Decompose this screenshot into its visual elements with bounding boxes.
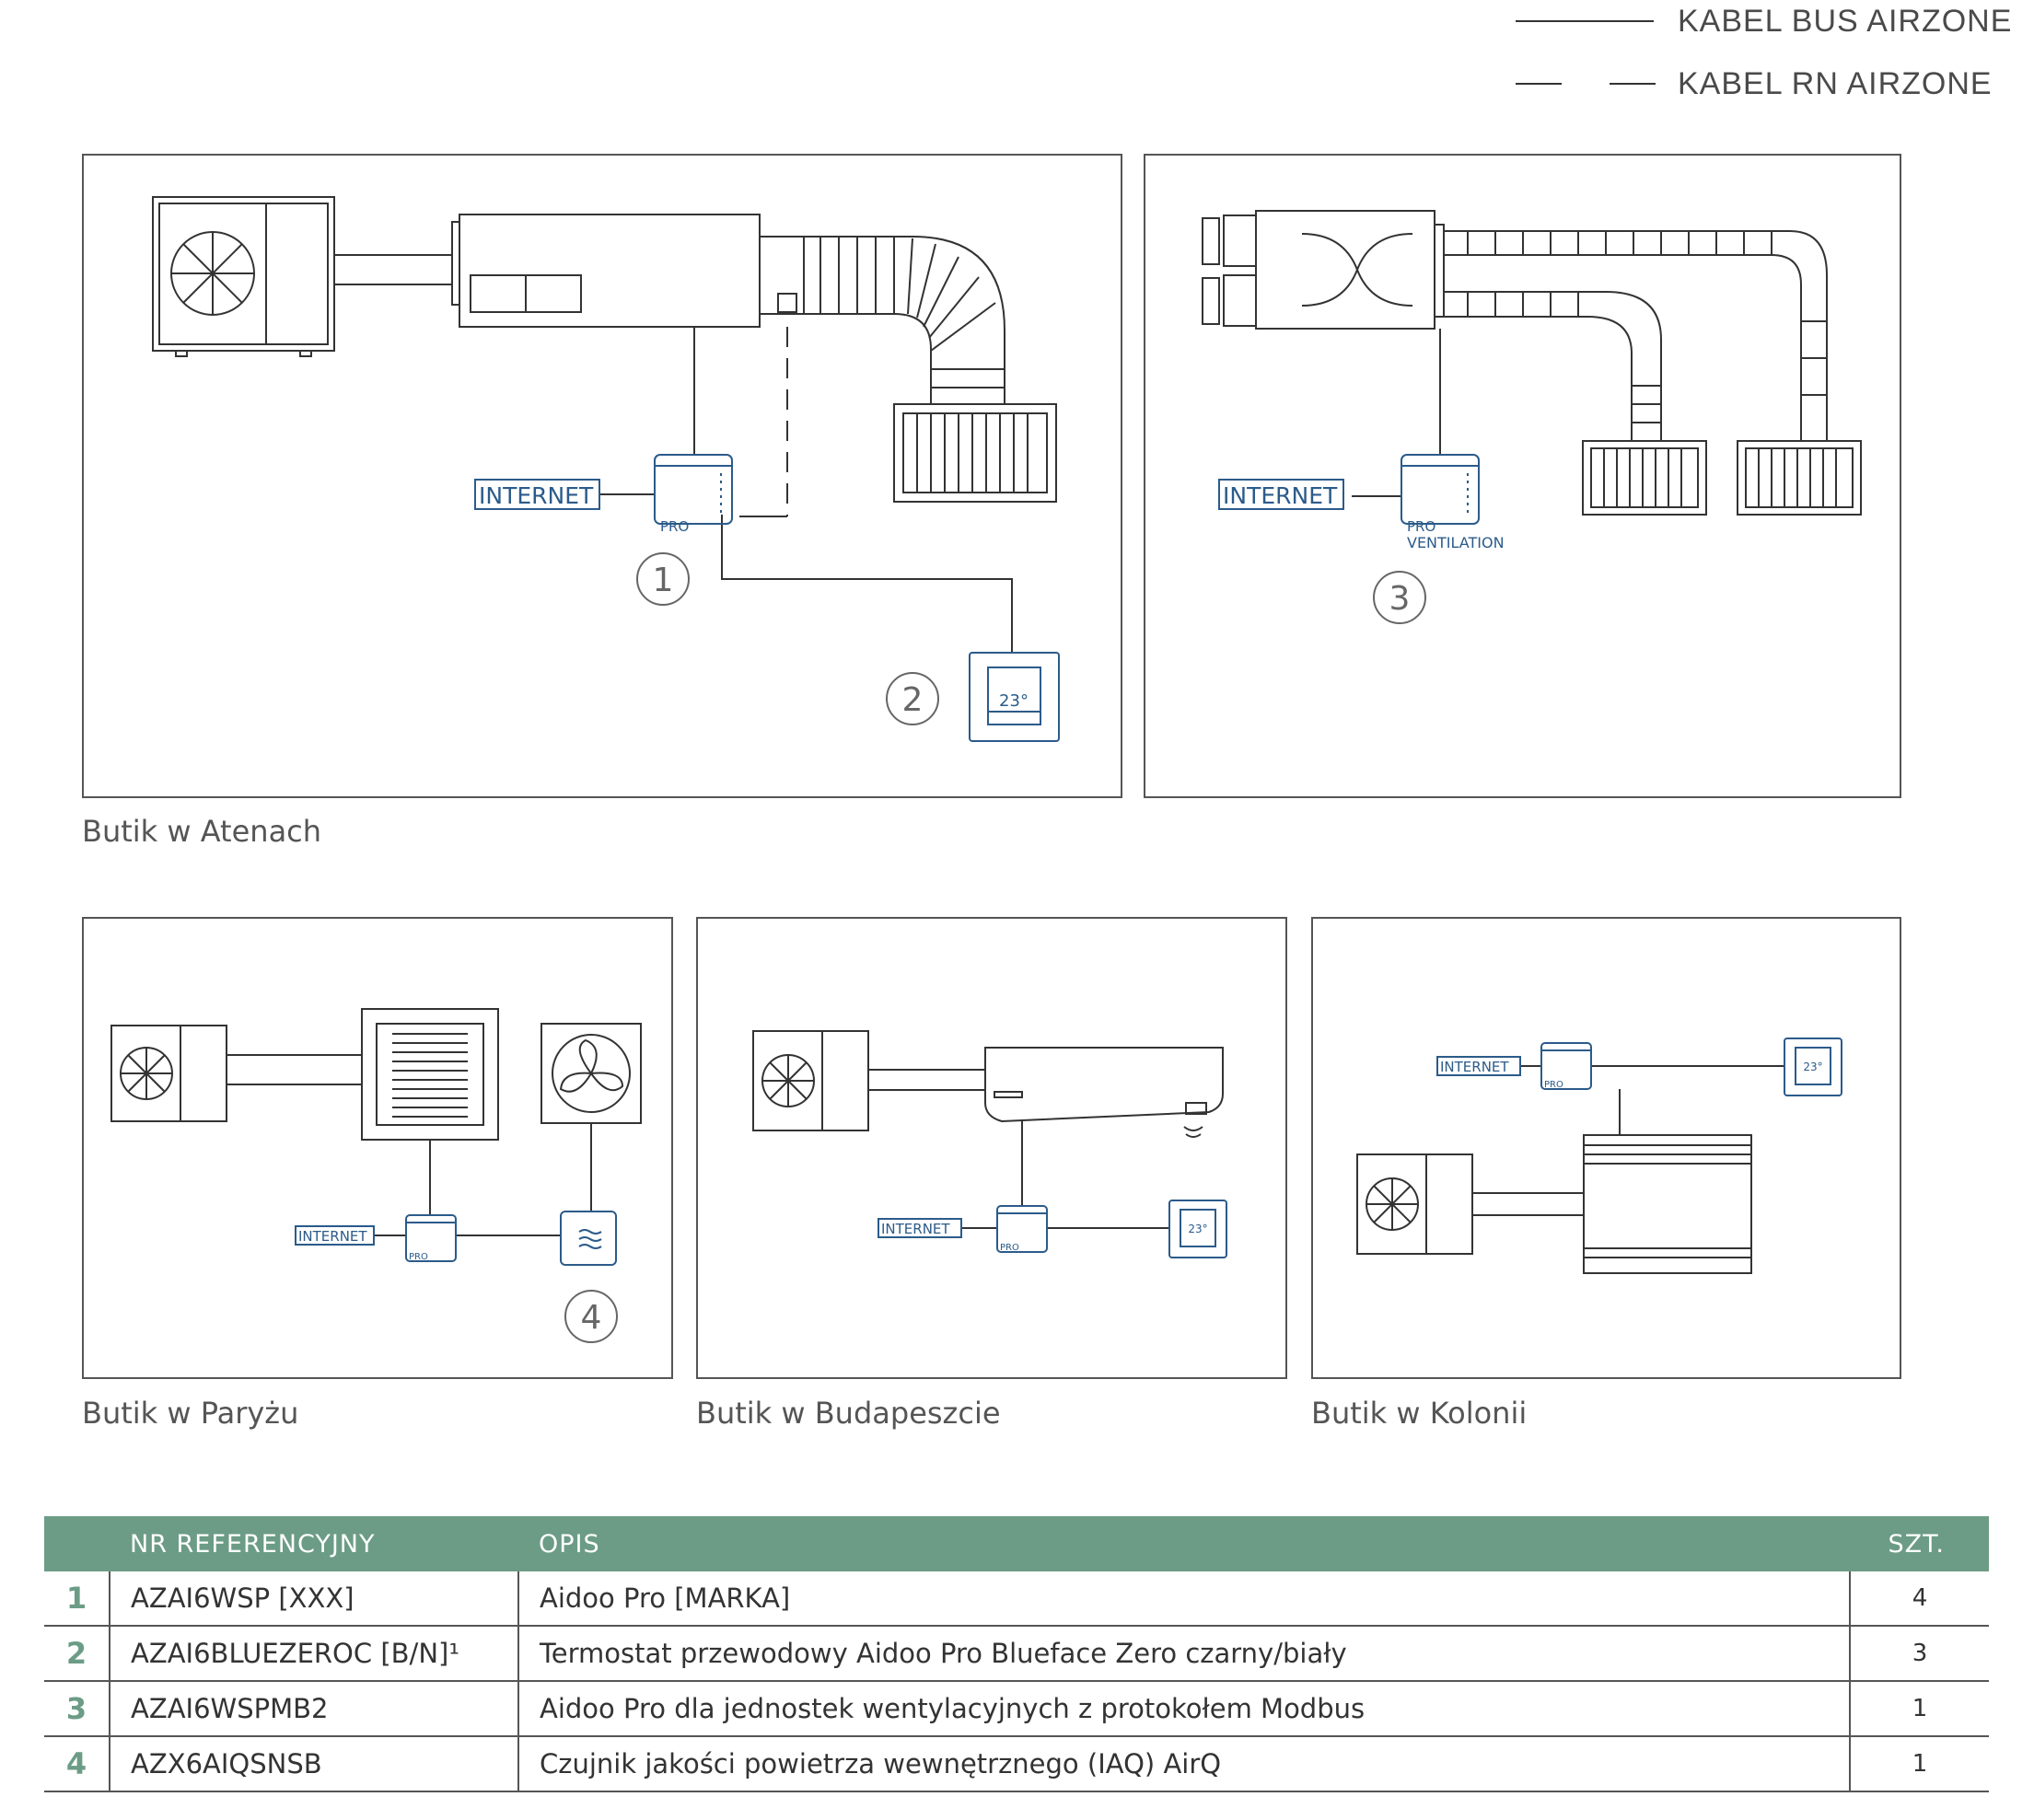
outdoor-unit-icon	[1356, 1153, 1473, 1255]
header-desc: OPIS	[518, 1516, 1850, 1571]
thermostat-icon	[969, 652, 1060, 742]
floor-unit-icon	[1583, 1134, 1752, 1274]
callout-4-circle	[564, 1290, 618, 1343]
row-number: 4	[44, 1736, 110, 1792]
header-ref: NR REFERENCYJNY	[110, 1516, 518, 1571]
caption-budapest: Butik w Budapeszcie	[696, 1396, 1001, 1431]
legend-rn-label: KABEL RN AIRZONE	[1678, 66, 1993, 101]
air-grille-icon	[893, 403, 1057, 503]
legend-rn-line-a	[1516, 83, 1562, 85]
row-desc: Aidoo Pro [MARKA]	[518, 1571, 1850, 1627]
row-number: 3	[44, 1681, 110, 1737]
table-row: 4 AZX6AIQSNSB Czujnik jakości powietrza …	[44, 1736, 1989, 1792]
panel-paris: INTERNET PRO 4	[82, 917, 673, 1379]
budapest-diagram: INTERNET PRO 23°	[752, 1030, 1227, 1258]
thermostat-icon	[1784, 1038, 1842, 1096]
air-grille-icon	[1582, 440, 1707, 516]
ventilation-diagram: INTERNET PRO VENTILATION 3	[1202, 210, 1862, 624]
row-ref: AZAI6WSP [XXX]	[110, 1571, 519, 1627]
pro-label: PRO	[660, 518, 689, 535]
air-quality-sensor-icon	[560, 1211, 617, 1266]
internet-label: INTERNET	[479, 482, 594, 509]
legend-bus-line	[1516, 20, 1654, 22]
table-header-row: NR REFERENCYJNY OPIS SZT.	[44, 1516, 1989, 1571]
thermostat-temp: 23°	[1803, 1061, 1822, 1073]
caption-paris: Butik w Paryżu	[82, 1396, 299, 1431]
aidoo-pro-device-icon	[654, 454, 733, 525]
row-ref: AZX6AIQSNSB	[110, 1736, 519, 1792]
internet-label: INTERNET	[881, 1221, 950, 1237]
ventilation-label: VENTILATION	[1407, 534, 1505, 551]
outdoor-unit-icon	[152, 196, 335, 357]
row-desc: Aidoo Pro dla jednostek wentylacyjnych z…	[518, 1681, 1850, 1737]
internet-label: INTERNET	[298, 1228, 367, 1245]
callout-2-circle	[886, 672, 939, 725]
row-desc: Termostat przewodowy Aidoo Pro Blueface …	[518, 1626, 1850, 1682]
row-ref: AZAI6WSPMB2	[110, 1681, 519, 1737]
caption-cologne: Butik w Kolonii	[1311, 1396, 1528, 1431]
caption-athens: Butik w Atenach	[82, 814, 322, 849]
paris-diagram: INTERNET PRO 4	[110, 1008, 642, 1343]
aidoo-pro-device-icon	[1401, 454, 1480, 525]
table-row: 2 AZAI6BLUEZEROC [B/N]¹ Termostat przewo…	[44, 1626, 1989, 1682]
callout-3: 3	[1389, 580, 1411, 618]
panel-budapest: INTERNET PRO 23°	[696, 917, 1287, 1379]
ventilation-unit-icon	[1202, 210, 1445, 330]
ducted-unit-icon	[451, 214, 805, 328]
table-row: 1 AZAI6WSP [XXX] Aidoo Pro [MARKA] 4	[44, 1571, 1989, 1627]
flex-duct-icon	[804, 236, 1005, 404]
panel-athens: INTERNET PRO 1 2 23°	[82, 154, 1122, 798]
row-desc: Czujnik jakości powietrza wewnętrznego (…	[518, 1736, 1850, 1792]
internet-label: INTERNET	[1223, 482, 1338, 509]
pro-label: PRO	[409, 1252, 428, 1262]
row-number: 2	[44, 1626, 110, 1682]
row-qty: 4	[1849, 1571, 1989, 1627]
callout-3-circle	[1373, 571, 1426, 624]
outdoor-unit-icon	[752, 1030, 869, 1131]
air-grille-icon-2	[1737, 440, 1862, 516]
aidoo-pro-device-icon	[405, 1214, 457, 1262]
row-qty: 3	[1849, 1626, 1989, 1682]
callout-1: 1	[653, 562, 674, 599]
callout-2: 2	[902, 681, 924, 719]
fan-unit-icon	[540, 1023, 642, 1124]
thermostat-temp: 23°	[999, 691, 1029, 711]
header-qty: SZT.	[1850, 1516, 1989, 1571]
row-qty: 1	[1849, 1681, 1989, 1737]
pro-label: PRO	[1000, 1243, 1019, 1253]
legend-bus-label: KABEL BUS AIRZONE	[1678, 4, 2013, 39]
pro-label: PRO	[1544, 1080, 1563, 1090]
legend-rn-line-b	[1610, 83, 1656, 85]
athens-diagram: INTERNET PRO 1 2 23°	[152, 196, 1060, 742]
cologne-diagram: INTERNET PRO 23°	[1356, 1038, 1842, 1274]
aidoo-pro-device-icon	[1540, 1042, 1592, 1090]
panel-cologne: INTERNET PRO 23°	[1311, 917, 1901, 1379]
internet-label: INTERNET	[1440, 1059, 1509, 1075]
callout-4: 4	[581, 1299, 602, 1337]
callout-1-circle	[636, 552, 690, 606]
reference-table: NR REFERENCYJNY OPIS SZT. 1 AZAI6WSP [XX…	[44, 1516, 1989, 1792]
cassette-unit-icon	[361, 1008, 499, 1141]
pro-label: PRO	[1407, 518, 1435, 535]
thermostat-icon	[1168, 1200, 1227, 1258]
panel-ventilation: INTERNET PRO VENTILATION 3	[1144, 154, 1901, 798]
thermostat-temp: 23°	[1188, 1223, 1207, 1235]
row-ref: AZAI6BLUEZEROC [B/N]¹	[110, 1626, 519, 1682]
header-num	[44, 1516, 110, 1571]
aidoo-pro-device-icon	[996, 1205, 1048, 1253]
row-qty: 1	[1849, 1736, 1989, 1792]
wall-split-unit-icon	[984, 1047, 1224, 1138]
table-row: 3 AZAI6WSPMB2 Aidoo Pro dla jednostek we…	[44, 1681, 1989, 1737]
outdoor-unit-icon	[110, 1025, 227, 1122]
vent-ducts-icon	[1444, 230, 1828, 441]
row-number: 1	[44, 1571, 110, 1627]
